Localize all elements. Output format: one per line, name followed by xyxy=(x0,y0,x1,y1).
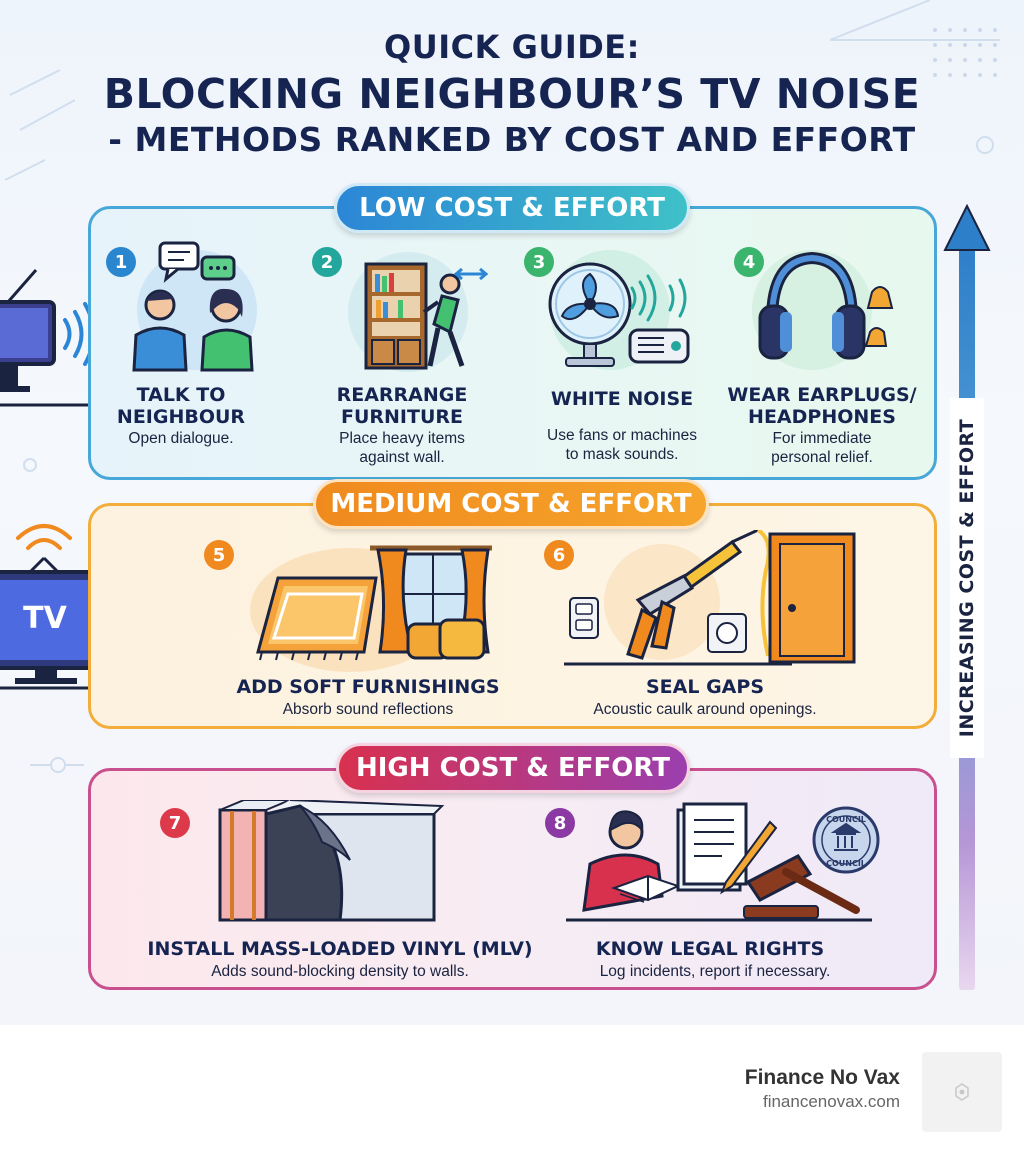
low-tier-label: LOW COST & EFFORT xyxy=(334,183,690,233)
rug-curtain-icon xyxy=(250,545,492,672)
medium-tier-label: MEDIUM COST & EFFORT xyxy=(313,479,709,529)
headphones-icon xyxy=(752,250,894,370)
method-3-badge: 3 xyxy=(524,247,554,277)
tv-screen-label: TV xyxy=(23,601,67,636)
brand-logo xyxy=(922,1052,1002,1132)
brand-name: Finance No Vax xyxy=(744,1066,900,1089)
gavel-icon: COUNCIL COUNCIL xyxy=(566,802,880,922)
method-2-badge: 2 xyxy=(312,247,342,277)
method-3-title: WHITE NOISE xyxy=(550,388,694,410)
method-5-description: Absorb sound reflections xyxy=(282,701,454,718)
infographic-canvas: QUICK GUIDE: BLOCKING NEIGHBOUR’S TV NOI… xyxy=(0,0,1024,1025)
conversation-icon xyxy=(132,241,257,372)
brand-logo-icon xyxy=(955,1083,969,1101)
title-line-2: BLOCKING NEIGHBOUR’S TV NOISE xyxy=(103,70,921,118)
method-7-title: INSTALL MASS-LOADED VINYL (MLV) xyxy=(147,938,533,960)
method-6-badge: 6 xyxy=(544,540,574,570)
bookshelf-icon xyxy=(348,252,489,372)
method-5-badge: 5 xyxy=(204,540,234,570)
method-6-title: SEAL GAPS xyxy=(646,676,764,698)
council-seal-bottom: COUNCIL xyxy=(826,859,866,868)
background-decoration xyxy=(4,0,1000,773)
title-line-1: QUICK GUIDE: xyxy=(384,28,640,66)
up-arrow-icon xyxy=(943,204,991,251)
method-8-badge: 8 xyxy=(545,808,575,838)
method-7-badge: 7 xyxy=(160,808,190,838)
fan-icon xyxy=(548,250,690,370)
caulk-gun-icon xyxy=(564,530,856,666)
method-1-description: Open dialogue. xyxy=(128,430,234,447)
method-7-description: Adds sound-blocking density to walls. xyxy=(211,963,469,980)
method-1-badge: 1 xyxy=(106,247,136,277)
title-line-3: - METHODS RANKED BY COST AND EFFORT xyxy=(108,120,916,159)
tv-low-icon xyxy=(0,269,100,407)
wall-vinyl-icon xyxy=(218,800,445,922)
method-8-title: KNOW LEGAL RIGHTS xyxy=(595,938,825,960)
council-seal-top: COUNCIL xyxy=(826,815,866,824)
method-4-badge: 4 xyxy=(734,247,764,277)
method-5-title: ADD SOFT FURNISHINGS xyxy=(236,676,500,698)
brand-url: financenovax.com xyxy=(762,1092,900,1111)
footer xyxy=(0,1025,1024,1154)
method-8-description: Log incidents, report if necessary. xyxy=(599,963,831,980)
method-6-description: Acoustic caulk around openings. xyxy=(593,701,817,718)
increasing-cost-label: INCREASING COST & EFFORT xyxy=(950,398,984,758)
high-tier-label: HIGH COST & EFFORT xyxy=(336,743,690,793)
method-4-title: WEAR EARPLUGS/HEADPHONES xyxy=(727,384,917,428)
